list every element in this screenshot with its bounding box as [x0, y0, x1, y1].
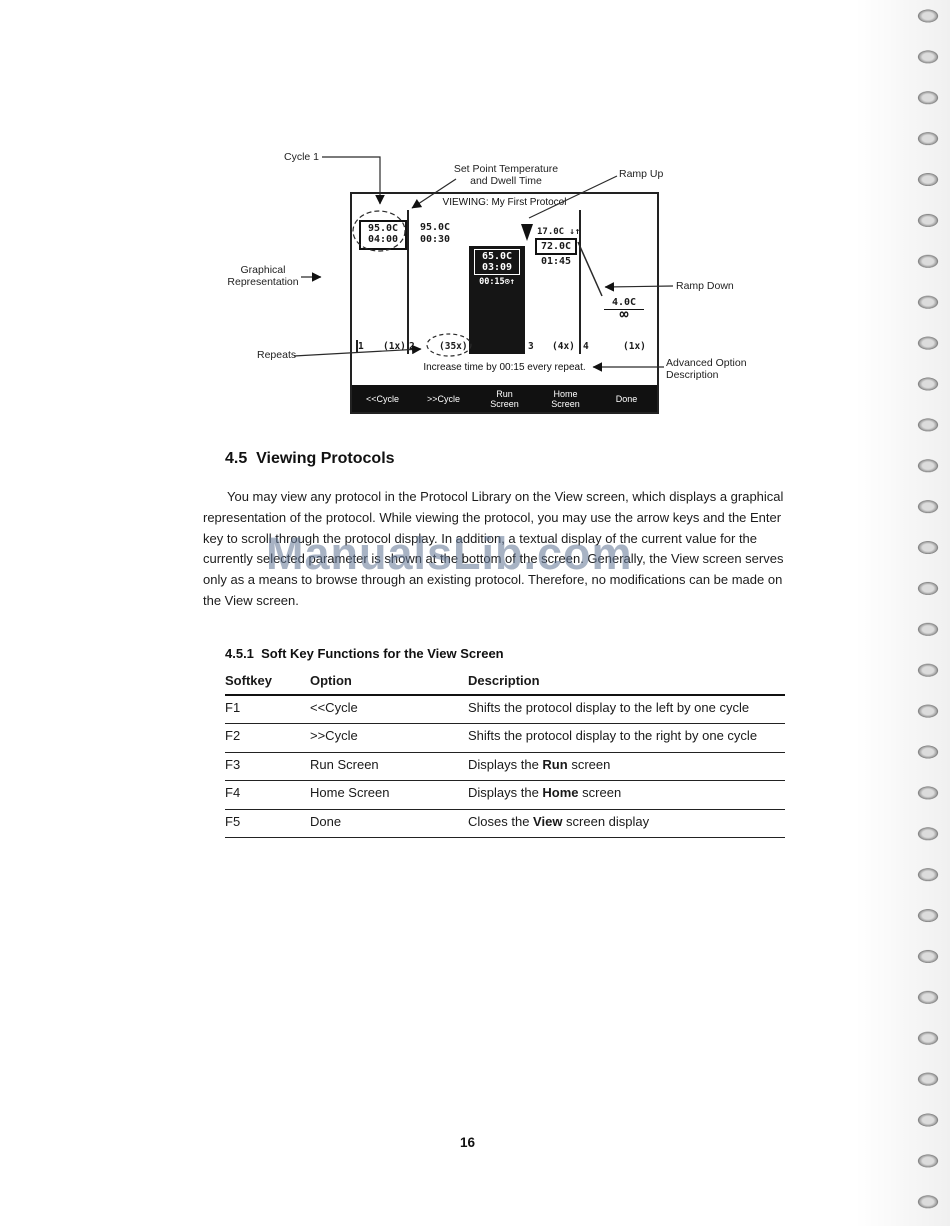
step3-temp: 72.0C: [540, 241, 572, 252]
cell-option: <<Cycle: [310, 699, 358, 715]
callout-graphical-line2: Representation: [227, 276, 299, 288]
selected-step-option: 00:15⊙↑: [479, 277, 515, 287]
page-number: 16: [460, 1135, 476, 1150]
softkey-run-screen: Run Screen: [474, 385, 535, 412]
ramp-temp: 17.0C ↓↑: [537, 227, 581, 237]
step2-temp: 95.0C: [419, 222, 451, 233]
cell-option: Done: [310, 813, 342, 829]
segment-divider-1: [407, 210, 409, 354]
table-row: F1 <<Cycle Shifts the protocol display t…: [225, 696, 785, 724]
table-row: F2 >>Cycle Shifts the protocol display t…: [225, 724, 785, 753]
cell-option: >>Cycle: [310, 728, 358, 743]
column-header-softkey: Softkey: [225, 673, 272, 688]
callout-graphical-line1: Graphical: [240, 264, 286, 276]
table-row: F4 Home Screen Displays the Home screen: [225, 781, 785, 810]
callout-ramp-down: Ramp Down: [676, 280, 734, 292]
hold-temp: 4.0C: [604, 297, 644, 310]
callout-ramp-up: Ramp Up: [619, 168, 664, 180]
cell-softkey: F3: [225, 756, 241, 772]
callout-set-point-line2: and Dwell Time: [470, 175, 542, 187]
cell-description: Displays the Home screen: [468, 785, 622, 800]
callout-set-point-line1: Set Point Temperature: [453, 163, 559, 175]
softkey-home-screen: Home Screen: [535, 385, 596, 412]
cycle-number-2: 2: [409, 341, 415, 352]
cell-softkey: F1: [225, 699, 241, 715]
selected-step-time: 03:09: [481, 262, 513, 273]
cell-softkey: F2: [225, 728, 241, 743]
column-header-option: Option: [310, 673, 352, 688]
softkey-label: Screen: [490, 398, 519, 409]
cycle-repeat-4: (1x): [623, 341, 646, 352]
step2-time: 00:30: [419, 234, 451, 245]
table-row: F5 Done Closes the View screen display: [225, 810, 785, 838]
step1-box: 95.0C 04:00: [359, 220, 407, 250]
softkey-label: Home: [553, 388, 578, 399]
spiral-binding-holes: [900, 0, 950, 1226]
step1-time: 04:00: [367, 234, 399, 245]
cell-softkey: F5: [225, 813, 241, 829]
softkey-label: >>Cycle: [426, 393, 461, 404]
softkey-label: Screen: [551, 398, 580, 409]
callout-graphical-representation: Graphical Representation: [226, 264, 300, 288]
softkey-label: Run: [496, 388, 513, 399]
callout-advanced-line1: Advanced Option: [666, 357, 747, 369]
cycle-number-1: 1: [358, 341, 364, 352]
cell-softkey: F4: [225, 785, 241, 800]
cycle-repeat-1: (1x): [383, 341, 406, 352]
softkey-bar: <<Cycle >>Cycle Run Screen Home Screen D…: [352, 385, 657, 412]
infinity-icon: ∞: [619, 305, 629, 323]
lcd-title: VIEWING: My First Protocol: [442, 197, 567, 208]
section-heading: 4.5 Viewing Protocols: [225, 450, 395, 467]
softkey-label: Done: [615, 393, 638, 404]
table-row: F3 Run Screen Displays the Run screen: [225, 753, 785, 781]
cell-description: Shifts the protocol display to the left …: [468, 699, 750, 715]
subsection-heading: 4.5.1 Soft Key Functions for the View Sc…: [225, 646, 504, 661]
selected-step-block: 65.0C 03:09 00:15⊙↑: [469, 246, 525, 354]
callout-advanced-line2: Description: [666, 369, 719, 381]
cycle-number-4: 4: [583, 341, 589, 352]
cell-option: Run Screen: [310, 756, 379, 772]
softkey-cycle-right: >>Cycle: [413, 385, 474, 412]
table-header-row: Softkey Option Description: [225, 671, 785, 696]
cycle-repeat-2: (35x): [439, 341, 468, 352]
cell-description: Closes the View screen display: [468, 813, 650, 829]
cell-description: Displays the Run screen: [468, 756, 611, 772]
softkey-function-table: Softkey Option Description F1 <<Cycle Sh…: [225, 671, 785, 838]
cycle-tick-1: [356, 340, 358, 353]
softkey-cycle-left: <<Cycle: [352, 385, 413, 412]
lcd-screen: VIEWING: My First Protocol 95.0C 04:00 9…: [350, 192, 659, 414]
callout-set-point: Set Point Temperature and Dwell Time: [450, 163, 562, 187]
callout-repeats: Repeats: [257, 349, 297, 361]
softkey-label: <<Cycle: [365, 393, 400, 404]
cycle-repeat-3: (4x): [552, 341, 575, 352]
column-header-description: Description: [468, 673, 540, 688]
step3-temp-box: 72.0C: [535, 238, 577, 255]
callout-cycle-1: Cycle 1: [284, 151, 320, 163]
step3-time: 01:45: [540, 256, 572, 267]
selected-step-temp: 65.0C: [481, 251, 513, 262]
section-paragraph: You may view any protocol in the Protoco…: [203, 489, 784, 608]
callout-advanced-option: Advanced Option Description: [666, 357, 756, 381]
step2-text: 95.0C 00:30: [413, 222, 457, 246]
manualslib-watermark: ManualsLib.com: [266, 528, 633, 579]
cell-option: Home Screen: [310, 785, 390, 800]
selected-step-box: 65.0C 03:09: [474, 249, 520, 275]
advanced-option-text: Increase time by 00:15 every repeat.: [423, 362, 586, 373]
cell-description: Shifts the protocol display to the right…: [468, 728, 758, 743]
step1-temp: 95.0C: [367, 223, 399, 234]
softkey-done: Done: [596, 385, 657, 412]
cycle-number-3: 3: [528, 341, 534, 352]
